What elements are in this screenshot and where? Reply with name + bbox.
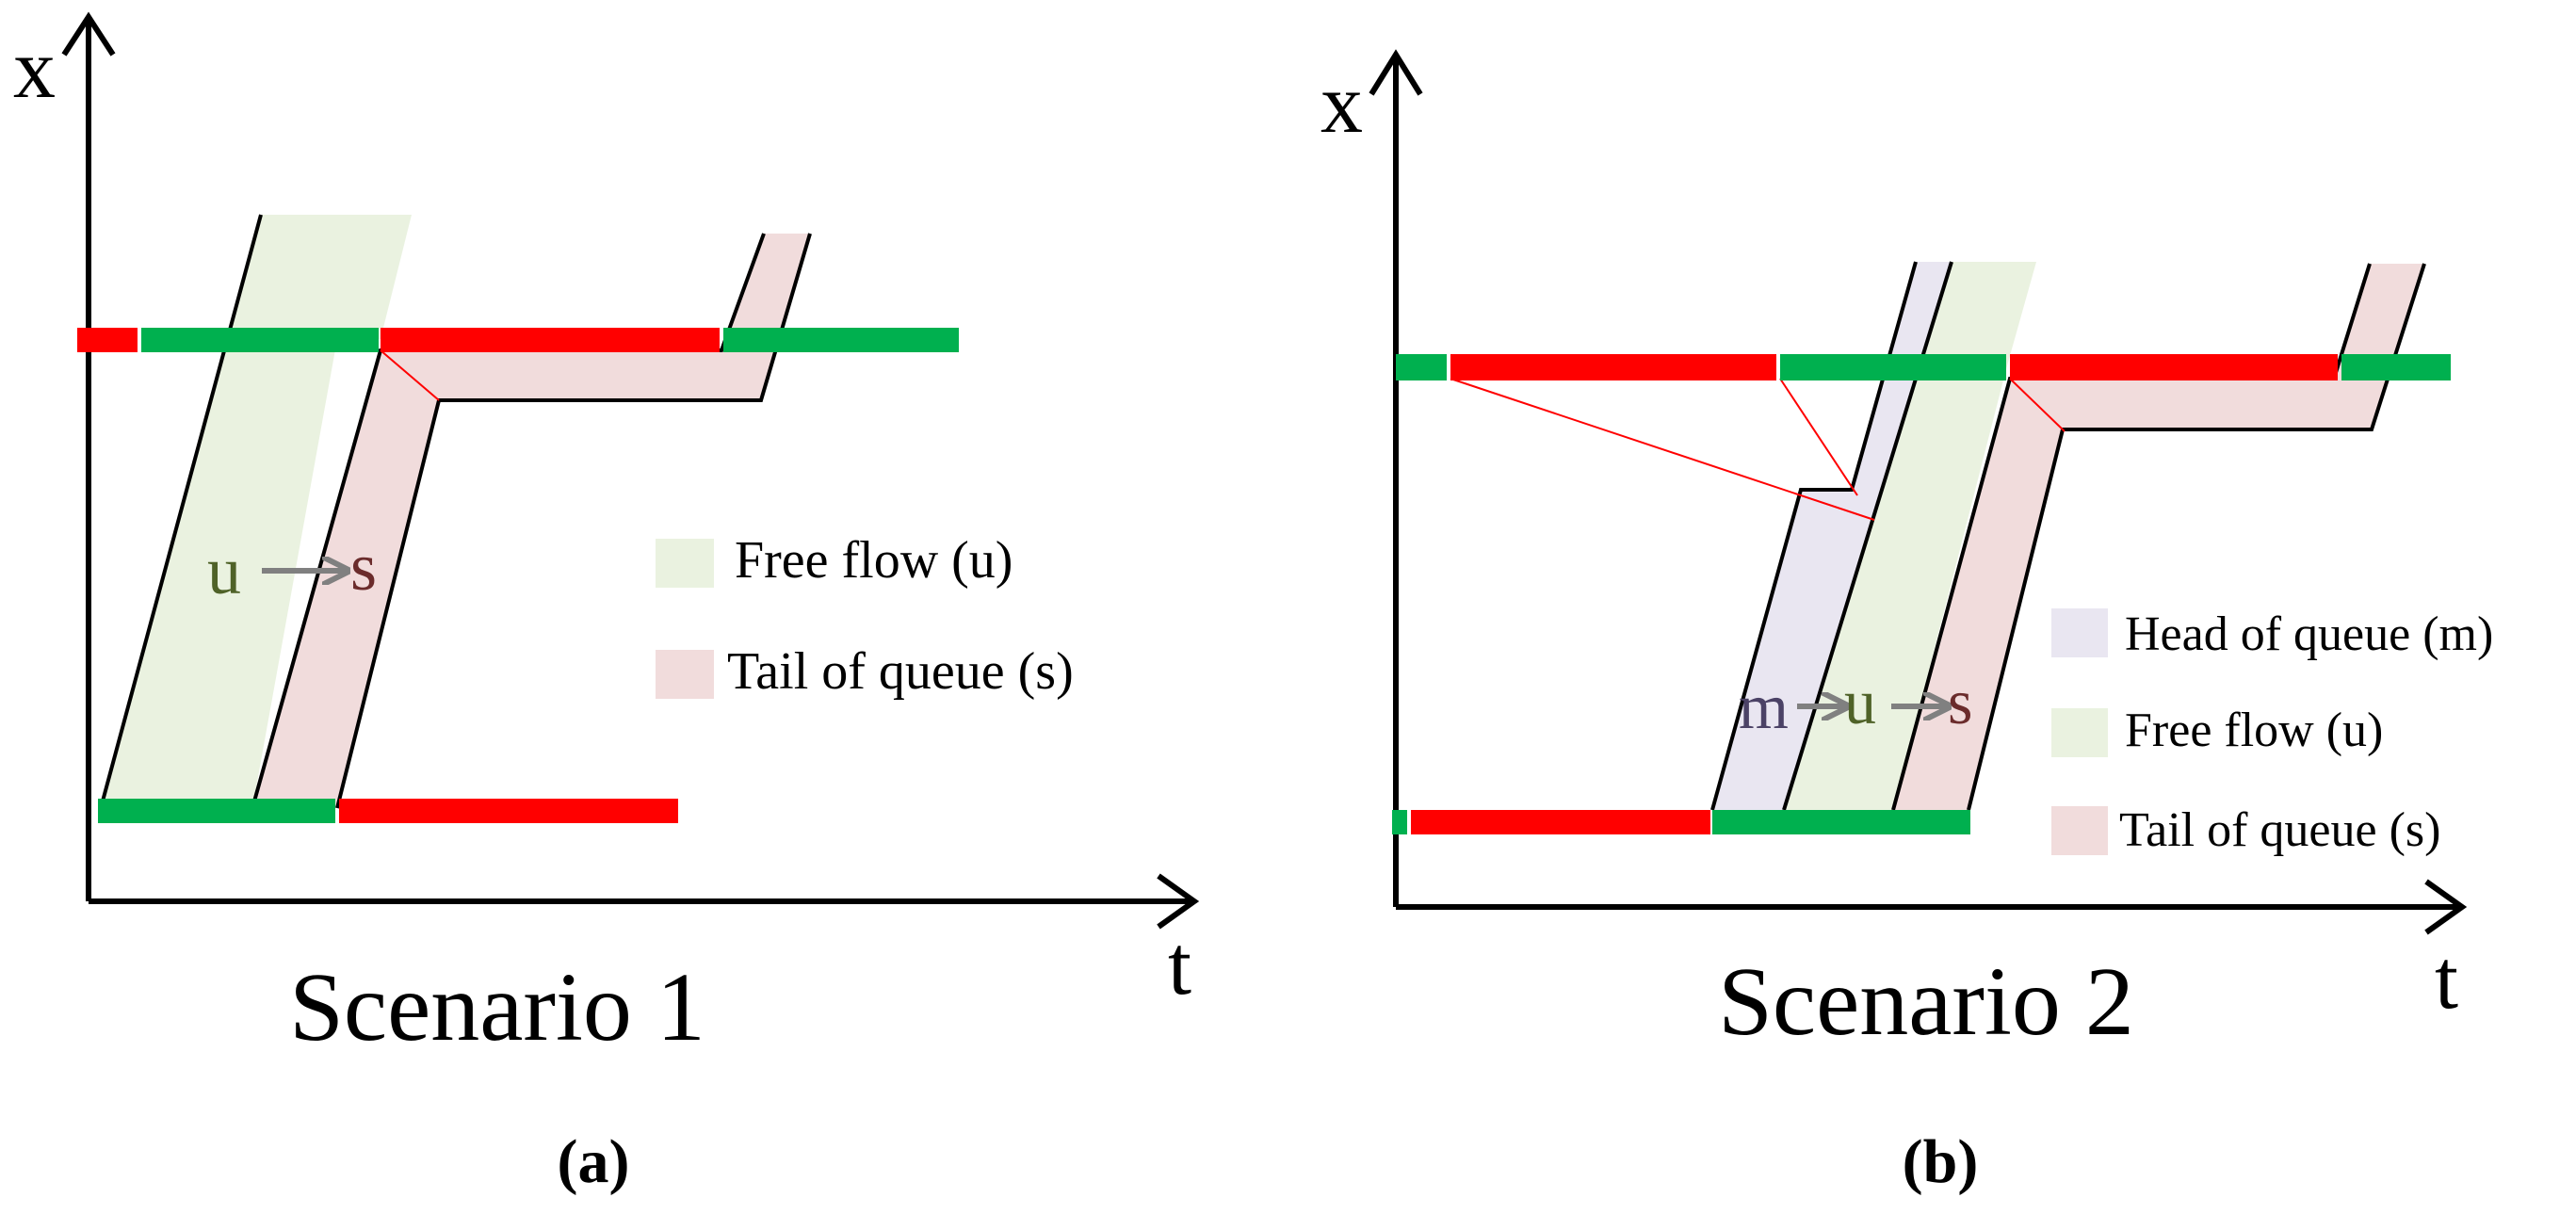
flow-label-s-b: s <box>1948 666 1972 737</box>
wave-lines-b <box>1450 378 2066 521</box>
flow-label-s-a: s <box>350 529 377 605</box>
free-flow-edge-a <box>99 214 263 809</box>
y-axis-label-b: x <box>1320 57 1363 151</box>
legend-b: Head of queue (m) Free flow (u) Tail of … <box>2051 607 2493 857</box>
panel-title-a: Scenario 1 <box>289 953 705 1061</box>
panel-caption-a: (a) <box>558 1127 630 1196</box>
x-axis-label-b: t <box>2435 933 2458 1027</box>
free-flow-region-a <box>101 215 412 808</box>
upstream-signal-a <box>77 328 959 352</box>
tail-queue-outer-boundary-b <box>1967 263 2426 811</box>
legend-label-head-queue-b: Head of queue (m) <box>2125 607 2493 661</box>
panel-caption-b: (b) <box>1903 1127 1979 1196</box>
legend-swatch-tail-queue-a <box>656 650 714 699</box>
tail-queue-outer-boundary-a <box>335 233 812 809</box>
legend-label-tail-queue-b: Tail of queue (s) <box>2119 803 2440 857</box>
legend-swatch-free-flow-b <box>2051 708 2108 757</box>
x-axis-label-a: t <box>1168 919 1191 1012</box>
legend-a: Free flow (u) Tail of queue (s) <box>656 531 1074 701</box>
legend-swatch-free-flow-a <box>656 539 714 588</box>
head-queue-region-b <box>1712 262 1952 810</box>
legend-label-tail-queue-a: Tail of queue (s) <box>727 642 1074 701</box>
wave-line-a <box>380 349 440 401</box>
panel-title-b: Scenario 2 <box>1718 947 2134 1056</box>
free-flow-edge-left-b <box>1782 261 1953 811</box>
flow-label-m-b: m <box>1739 671 1789 742</box>
tail-queue-region-b <box>1893 264 2424 810</box>
tail-queue-region-a <box>252 234 810 808</box>
y-axis-label-a: x <box>13 23 56 116</box>
upstream-signal-b <box>1396 354 2451 380</box>
legend-label-free-flow-b: Free flow (u) <box>2125 704 2383 757</box>
panel-a: x t u s Free flow (u) Tai <box>13 11 1200 1196</box>
flow-label-u-b: u <box>1844 666 1876 737</box>
flow-label-u-a: u <box>207 533 241 608</box>
downstream-signal-a <box>98 799 678 823</box>
legend-swatch-tail-queue-b <box>2051 806 2108 855</box>
legend-label-free-flow-a: Free flow (u) <box>735 531 1013 590</box>
downstream-signal-b <box>1392 810 1970 834</box>
axes-a <box>61 11 1200 930</box>
free-flow-region-b <box>1784 262 2036 810</box>
legend-swatch-head-queue-b <box>2051 608 2108 657</box>
axes-b <box>1369 49 2468 935</box>
panel-b: x t m <box>1320 49 2493 1196</box>
